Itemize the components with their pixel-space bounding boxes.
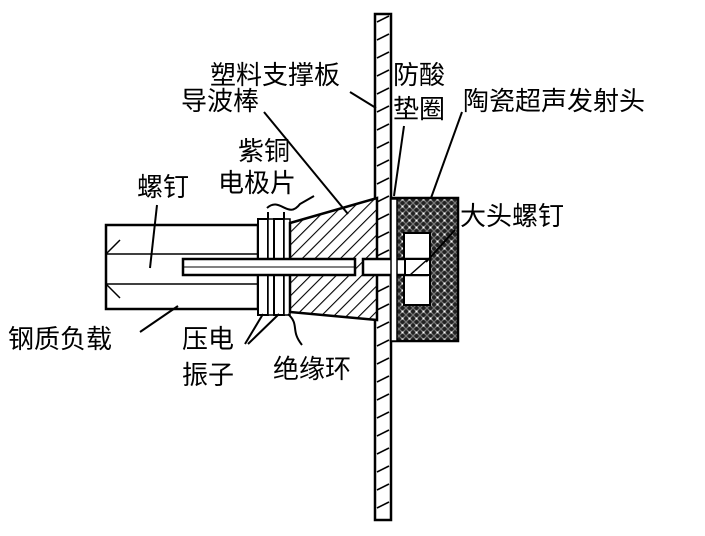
leader-waveguide (263, 111, 349, 215)
leader-big-screw (425, 229, 456, 263)
label-acid-ring-1: 防酸 (393, 61, 445, 91)
label-copper-2: 电极片 (218, 169, 296, 199)
leader-lines (139, 91, 463, 346)
leader-piezo-2 (247, 313, 280, 345)
leader-insulating (287, 313, 303, 346)
label-support-plate: 塑料支撑板 (210, 61, 340, 91)
leader-copper (266, 195, 315, 211)
labels: 塑料支撑板 防酸 垫圈 陶瓷超声发射头 导波棒 紫铜 电极片 螺钉 大头螺钉 钢… (8, 61, 645, 391)
label-copper-1: 紫铜 (238, 137, 290, 167)
label-ceramic-head: 陶瓷超声发射头 (463, 87, 645, 117)
label-steel-load: 钢质负载 (8, 325, 112, 355)
leader-piezo-1 (244, 313, 264, 345)
center-screw (181, 257, 357, 277)
label-big-head-screw: 大头螺钉 (460, 202, 564, 232)
leader-acid-ring (393, 125, 405, 197)
label-piezo-2: 振子 (182, 361, 234, 391)
label-waveguide: 导波棒 (181, 87, 259, 117)
label-insulating-ring: 绝缘环 (273, 355, 351, 385)
leader-screw (149, 204, 158, 269)
acid-proof-gasket (390, 198, 398, 342)
label-piezo-1: 压电 (182, 325, 234, 355)
label-acid-ring-2: 垫圈 (393, 95, 445, 125)
label-screw: 螺钉 (137, 173, 189, 203)
leader-ceramic-head (430, 111, 463, 199)
leader-support-plate (349, 91, 377, 109)
leader-steel-load (139, 305, 179, 333)
